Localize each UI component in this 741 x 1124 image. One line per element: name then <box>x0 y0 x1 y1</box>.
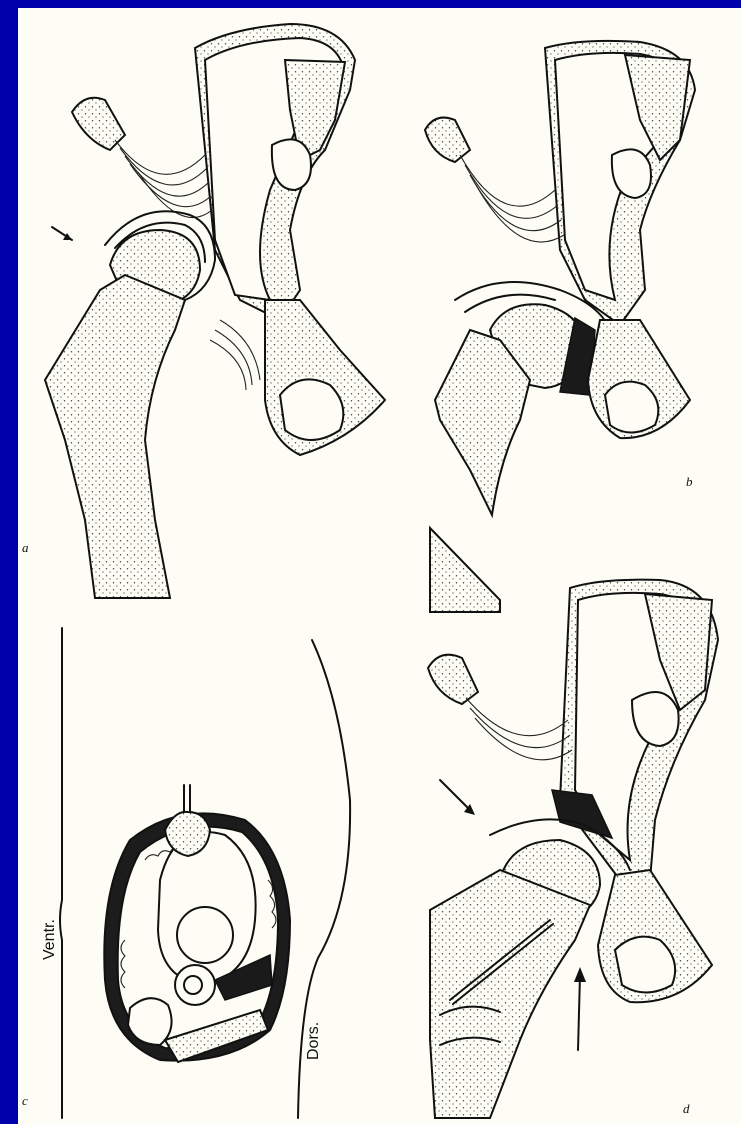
panel-b-obturator <box>605 382 658 433</box>
panel-c-ring-core <box>184 976 202 994</box>
panel-d-label: d <box>683 1101 690 1116</box>
dorsal-label: Dors. <box>305 1022 322 1060</box>
panel-d-obturator <box>615 937 675 993</box>
ventral-label: Ventr. <box>41 919 58 960</box>
panel-c-label: c <box>22 1093 28 1108</box>
panel-a-obturator <box>280 379 343 440</box>
panel-a-label: a <box>22 540 29 555</box>
panel-c-ring-large <box>177 907 233 963</box>
panel-b-label: b <box>686 474 693 489</box>
